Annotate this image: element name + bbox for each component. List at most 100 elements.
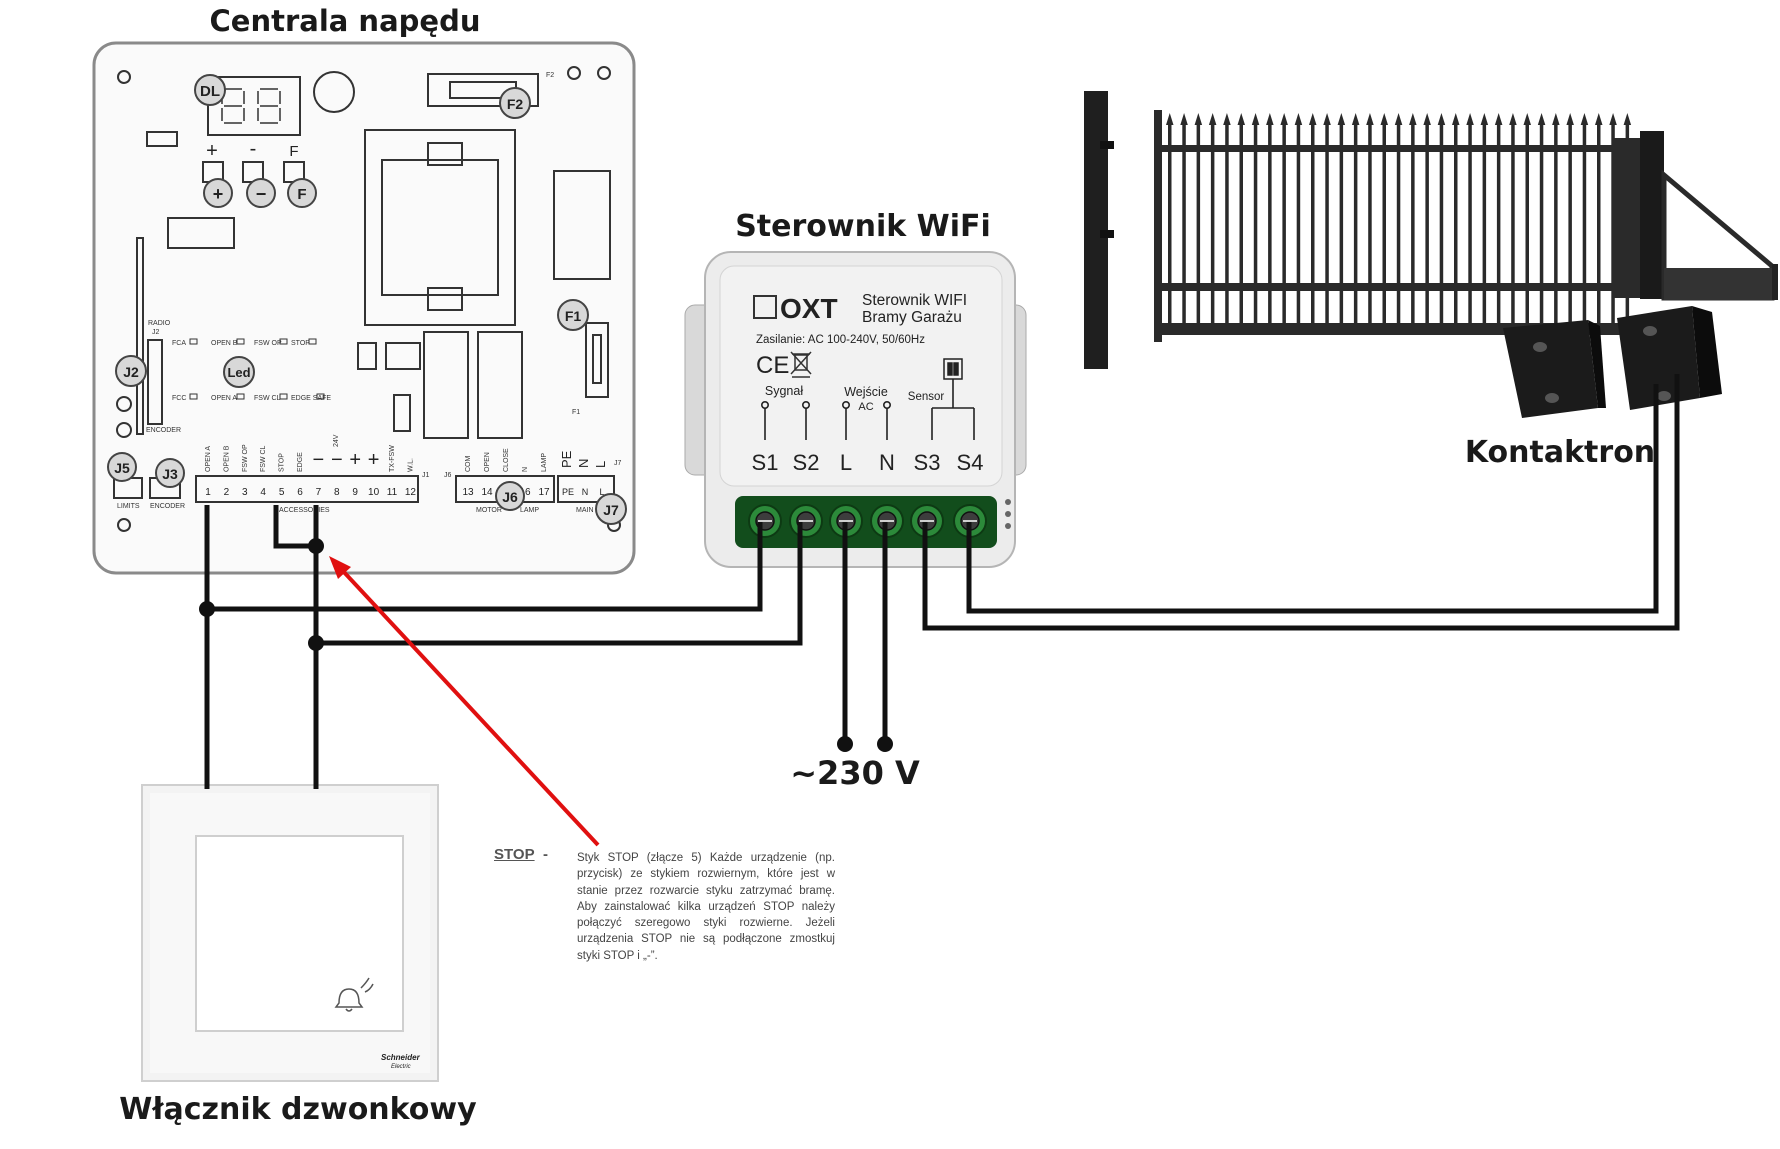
gate-spike [1380, 113, 1388, 125]
reed-title: Kontaktron [1465, 435, 1655, 470]
junction-stop [308, 538, 324, 554]
svg-text:J2: J2 [123, 364, 139, 380]
led-label-2: FSW CL [254, 395, 281, 402]
j7-small-label: J7 [614, 460, 622, 467]
motor-func-label: LAMP [541, 453, 548, 472]
gate-bar [1239, 123, 1243, 329]
terminal-func-label: OPEN B [223, 445, 230, 472]
bell-icon [334, 977, 374, 1012]
gate-bar [1539, 123, 1544, 329]
stop-note-key: STOP [494, 846, 535, 863]
callout-f: F [287, 178, 317, 208]
terminal-func-label: + [349, 449, 361, 471]
led-label-0: FCA [172, 340, 186, 347]
j1-small-label: J1 [422, 472, 430, 479]
wire-s3 [922, 374, 1680, 631]
stop-pointer-arrow [329, 556, 600, 847]
lamp-small-label: LAMP [520, 507, 539, 514]
wifi-terminal-s3: S3 [914, 450, 941, 475]
weee-bin-icon [790, 351, 812, 378]
gate-bar [1368, 123, 1372, 329]
chip-icon [753, 295, 777, 319]
gate-spike [1623, 113, 1632, 125]
callout-j3: J3 [155, 458, 185, 488]
button-brand-line1: Schneider [381, 1053, 421, 1062]
led-indicator [236, 393, 245, 400]
gate-spike [1223, 113, 1231, 125]
callout-j2: J2 [115, 355, 147, 387]
gate-bar [1468, 123, 1472, 329]
terminal-number: 12 [405, 487, 417, 498]
led-indicator [189, 338, 198, 345]
gate-bar [1411, 123, 1415, 329]
encoder-small-label: ENCODER [146, 427, 181, 434]
wifi-module: OXT Sterownik WIFI Bramy Garażu Zasilani… [684, 251, 1027, 568]
motor-number: 16 [519, 487, 531, 498]
gate-spike [1166, 113, 1174, 125]
motor-number: 13 [462, 487, 474, 498]
gate-bar [1311, 123, 1315, 329]
gate-spike [1351, 113, 1360, 125]
svg-text:DL: DL [200, 83, 220, 100]
f-small-label: F [289, 143, 298, 160]
encoder-conn-label: ENCODER [150, 503, 185, 510]
gate-bar [1525, 123, 1529, 329]
radio-small-label: RADIO [148, 320, 171, 327]
led-indicator [236, 338, 245, 345]
wifi-brand: OXT [780, 293, 838, 324]
stop-note-dash: - [543, 846, 548, 863]
terminal-func-label: STOP [279, 453, 286, 472]
gate-bar [1196, 123, 1201, 329]
j2-small-label: J2 [152, 329, 160, 336]
terminal-func-label: − [313, 449, 325, 471]
minus-small-label: - [250, 138, 257, 160]
callout-led: Led [223, 356, 255, 388]
gate-bar [1296, 123, 1301, 329]
plus-small-label: + [206, 140, 218, 162]
wire-s1 [207, 522, 763, 612]
motor-small-label: MOTOR [476, 507, 502, 514]
gate-bar [1225, 123, 1229, 329]
volt-label: 24V [333, 434, 340, 447]
callout-j7: J7 [595, 493, 627, 525]
gate-bar [1182, 123, 1186, 329]
main-small-label: MAIN [576, 507, 594, 514]
callout-dl: DL [194, 74, 226, 106]
gate-spike [1437, 113, 1446, 125]
terminal-func-label: TX-FSW [389, 445, 396, 472]
gate-spike [1523, 113, 1531, 125]
terminal-number: 8 [334, 487, 340, 498]
gate-spike [1309, 113, 1317, 125]
limits-small-label: LIMITS [117, 503, 140, 510]
gate-bar [1425, 123, 1429, 329]
led-indicator [279, 338, 288, 345]
wifi-terminal-s4: S4 [957, 450, 984, 475]
terminal-func-label: EDGE [297, 452, 304, 472]
gate-bar [1568, 123, 1572, 329]
gate-spike [1208, 113, 1217, 125]
gate-bar [1597, 123, 1601, 329]
main-number: PE [562, 487, 574, 497]
junction-s1 [199, 601, 215, 617]
terminal-func-label: − [331, 449, 343, 471]
gate-spike [1494, 113, 1503, 125]
svg-text:J3: J3 [162, 466, 178, 482]
led-label-1: OPEN A [211, 395, 237, 402]
led-indicator [308, 338, 317, 345]
svg-text:Led: Led [227, 365, 250, 380]
button-title: Włącznik dzwonkowy [119, 1092, 477, 1127]
mains-n-terminal [877, 736, 893, 752]
button-brand-line2: Electric [391, 1064, 411, 1070]
wifi-terminal-s2: S2 [793, 450, 820, 475]
gate-spike [1409, 113, 1417, 125]
stop-note-text: Styk STOP (złącze 5) Każde urządzenie (n… [577, 852, 835, 962]
group-signal-label: Sygnał [765, 384, 803, 398]
gate-bar [1396, 123, 1401, 329]
led-label-3: EDGE SAFE [291, 395, 331, 402]
gate-spike [1323, 113, 1331, 125]
terminal-func-label: FSW CL [260, 445, 267, 472]
wifi-terminal-s1: S1 [752, 450, 779, 475]
